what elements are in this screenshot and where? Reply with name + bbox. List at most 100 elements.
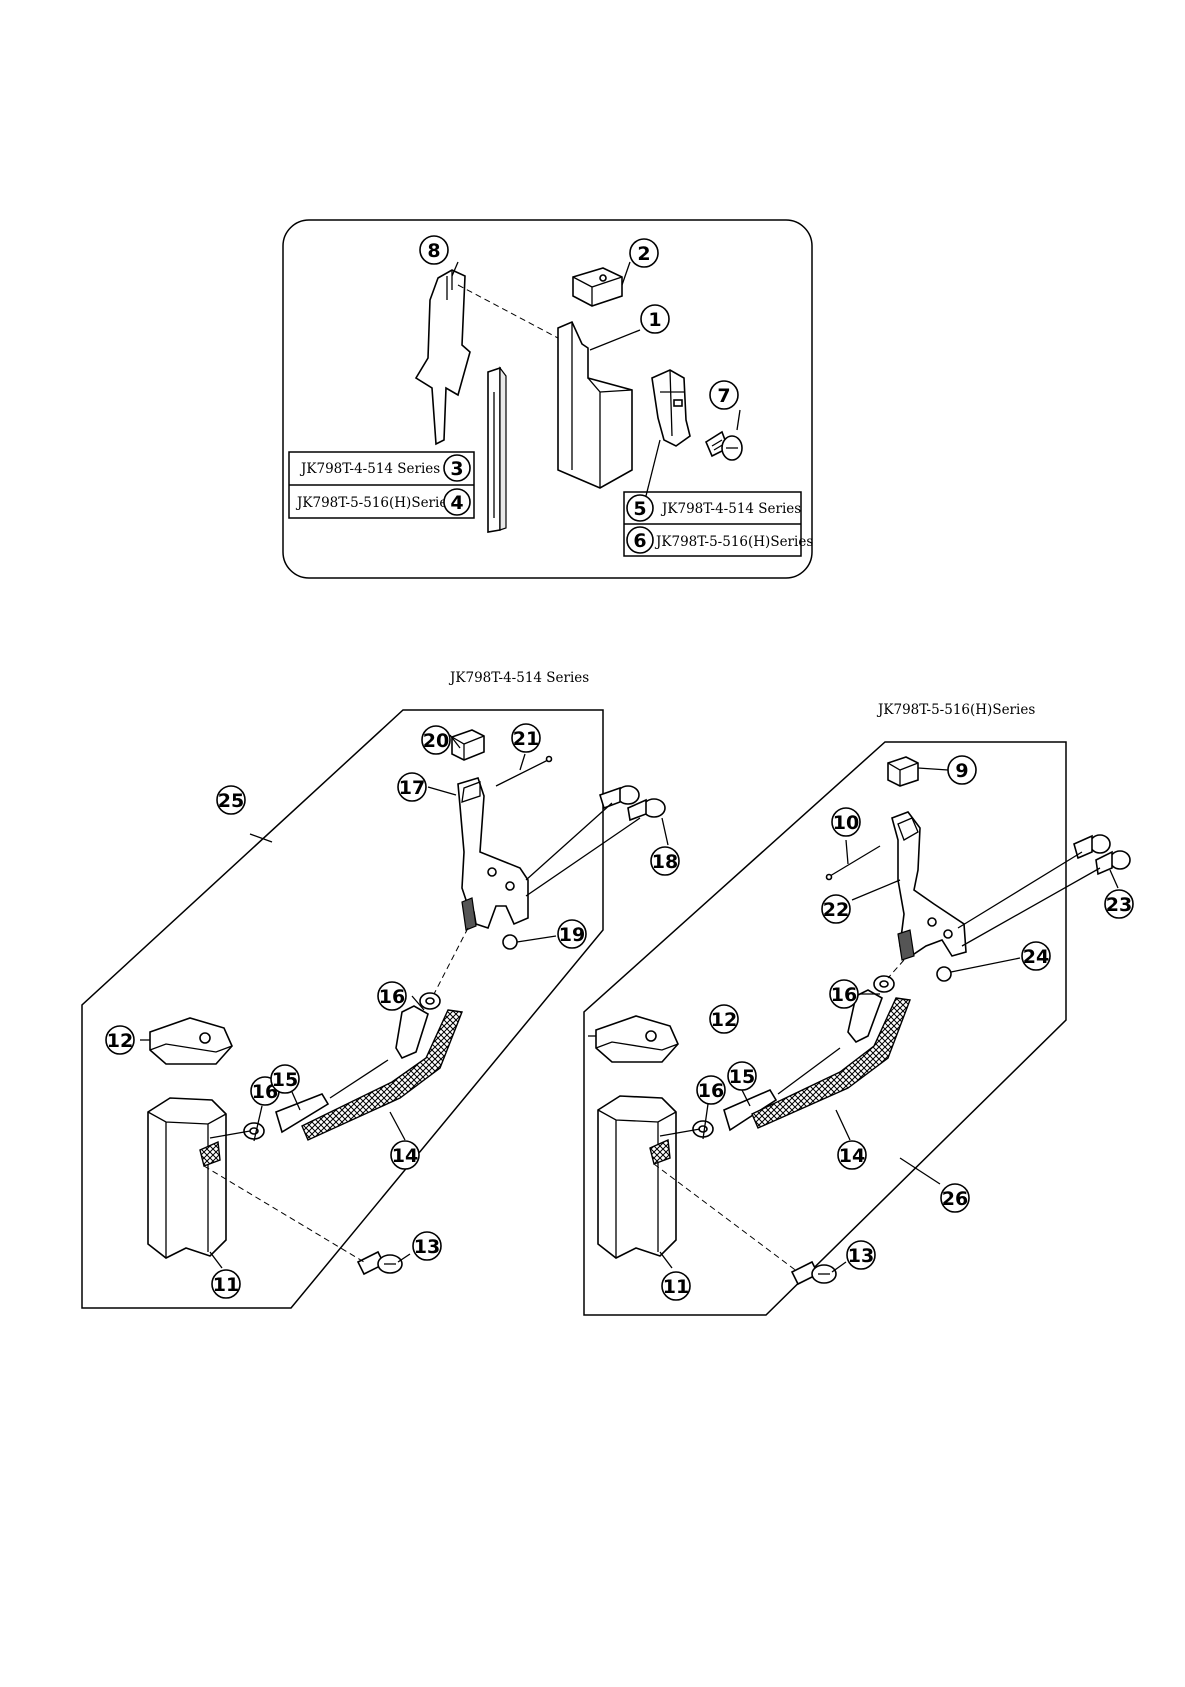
callout-17: 17	[398, 773, 426, 801]
svg-text:16: 16	[698, 1080, 724, 1102]
svg-text:24: 24	[1023, 946, 1049, 968]
callout-11: 11	[212, 1270, 240, 1298]
callout-1: 1	[641, 305, 669, 333]
leader-19	[517, 936, 556, 942]
bottom-left-assembly: JK798T-4-514 Series	[82, 670, 679, 1308]
part-14-hose	[302, 1010, 462, 1140]
leader-23	[1110, 870, 1118, 888]
bottom-right-assembly: JK798T-5-516(H)Series	[584, 702, 1133, 1315]
part-10-pin	[830, 846, 880, 876]
leader-26	[900, 1158, 940, 1184]
top-panel: 8 2 1 7 JK798T-4-514 Series JK798T-5-516…	[283, 220, 813, 578]
part-16-nut-upper	[420, 993, 440, 1009]
part-13-screw	[358, 1252, 402, 1274]
svg-text:3: 3	[450, 458, 463, 480]
part-24-ball	[937, 967, 951, 981]
callout-26: 26	[941, 1184, 969, 1212]
table-right-row6-label: JK798T-5-516(H)Series	[654, 534, 813, 550]
svg-text:10: 10	[833, 812, 859, 834]
callout-12: 12	[106, 1026, 134, 1054]
svg-text:16: 16	[379, 986, 405, 1008]
leader-18-lines	[526, 803, 640, 896]
svg-text:14: 14	[392, 1145, 418, 1167]
svg-text:8: 8	[427, 240, 440, 262]
svg-text:19: 19	[559, 924, 585, 946]
callout-13-r: 13	[847, 1241, 875, 1269]
part-5-6-bracket	[652, 370, 690, 446]
svg-text:6: 6	[633, 530, 646, 552]
part-16-nut-upper-r	[874, 976, 894, 992]
dash-8-to-1	[458, 285, 558, 338]
svg-text:1: 1	[648, 309, 661, 331]
svg-text:12: 12	[711, 1009, 737, 1031]
part-21-pin-head	[547, 757, 552, 762]
part-17-arm	[458, 778, 528, 930]
callout-10: 10	[832, 808, 860, 836]
leader-17	[428, 787, 456, 795]
leader-13-r	[832, 1262, 846, 1272]
svg-text:14: 14	[839, 1145, 865, 1167]
callout-14-r: 14	[838, 1141, 866, 1169]
leader-18	[662, 818, 668, 845]
callout-15-r: 15	[728, 1062, 756, 1090]
part-7-screw	[706, 432, 742, 460]
part-18-screws	[600, 786, 665, 820]
part-15-tube-upper	[396, 1006, 428, 1058]
svg-text:7: 7	[717, 385, 730, 407]
callout-24: 24	[1022, 942, 1050, 970]
callout-22: 22	[822, 895, 850, 923]
callout-16-upper: 16	[378, 982, 406, 1010]
callout-12-r: 12	[710, 1005, 738, 1033]
leader-11	[210, 1252, 222, 1268]
part-12-cap-r	[596, 1016, 678, 1062]
svg-text:11: 11	[213, 1274, 239, 1296]
callout-16-lower-r: 16	[697, 1076, 725, 1104]
bottom-right-title: JK798T-5-516(H)Series	[876, 702, 1035, 718]
leader-22	[852, 880, 900, 900]
callout-4: 4	[444, 489, 470, 515]
table-right: 5 6 JK798T-4-514 Series JK798T-5-516(H)S…	[624, 492, 813, 556]
leader-21	[520, 754, 525, 770]
callout-5: 5	[627, 495, 653, 521]
callout-25: 25	[217, 786, 245, 814]
callout-23: 23	[1105, 890, 1133, 918]
callout-8: 8	[420, 236, 448, 264]
callout-14: 14	[391, 1141, 419, 1169]
part-19-ball	[503, 935, 517, 949]
callout-11-r: 11	[662, 1272, 690, 1300]
leader-7	[737, 410, 740, 430]
table-left: JK798T-4-514 Series JK798T-5-516(H)Serie…	[289, 452, 474, 518]
dash-22-to-16	[888, 960, 904, 978]
svg-text:12: 12	[107, 1030, 133, 1052]
table-right-row5-label: JK798T-4-514 Series	[660, 501, 801, 517]
callout-19: 19	[558, 920, 586, 948]
dash-17-to-16	[434, 928, 468, 994]
svg-text:13: 13	[848, 1245, 874, 1267]
callout-7: 7	[710, 381, 738, 409]
callout-3: 3	[444, 455, 470, 481]
svg-text:20: 20	[423, 730, 449, 752]
svg-text:13: 13	[414, 1236, 440, 1258]
leader-1	[590, 330, 640, 350]
svg-text:4: 4	[450, 492, 463, 514]
part-14-hose-r	[752, 998, 910, 1128]
bottom-left-title: JK798T-4-514 Series	[448, 670, 589, 686]
part-1-holder	[558, 322, 632, 488]
callout-15: 15	[271, 1065, 299, 1093]
part-23-screws	[1074, 835, 1130, 874]
svg-text:5: 5	[633, 498, 646, 520]
leader-14	[390, 1112, 405, 1140]
svg-text:22: 22	[823, 899, 849, 921]
part-3-4-bar	[488, 368, 506, 532]
callout-16-upper-r: 16	[830, 980, 858, 1008]
part-9-block	[888, 757, 918, 786]
leader-11-r	[660, 1252, 672, 1268]
svg-text:25: 25	[218, 790, 244, 812]
callout-21: 21	[512, 724, 540, 752]
part-10-pin-head	[827, 875, 832, 880]
svg-text:11: 11	[663, 1276, 689, 1298]
part-20-block	[452, 730, 484, 760]
svg-text:23: 23	[1106, 894, 1132, 916]
